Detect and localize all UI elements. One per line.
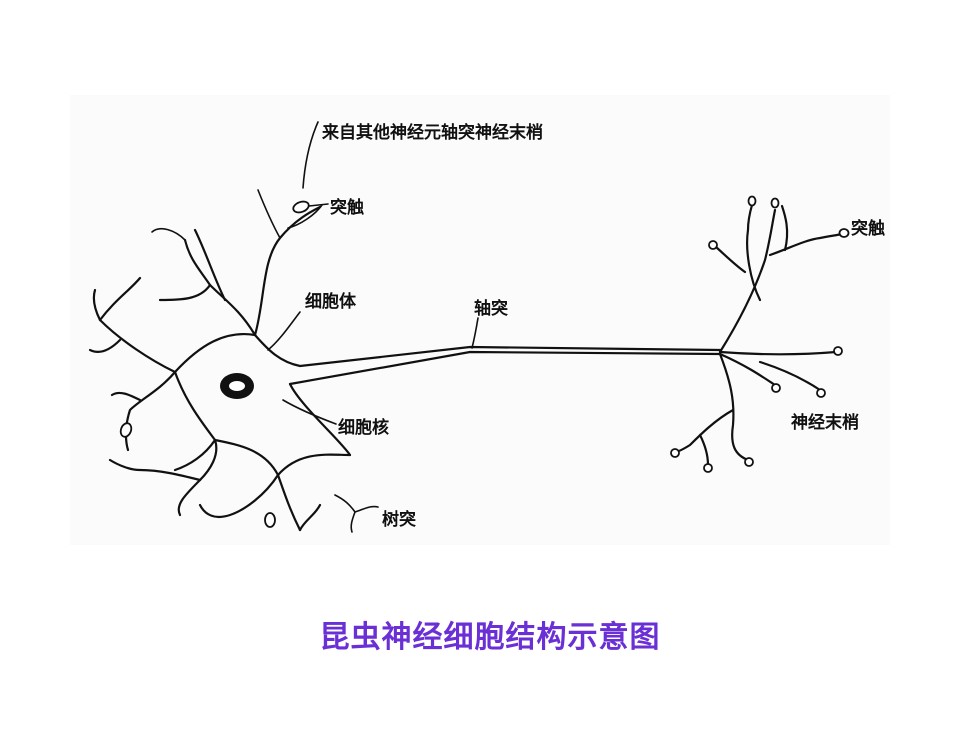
terminal-knob-5 xyxy=(833,346,843,356)
nucleus xyxy=(220,373,254,399)
terminal-knob-3 xyxy=(708,240,718,250)
terminal-knob-4 xyxy=(838,228,850,238)
terminal-knob-2 xyxy=(747,195,757,207)
label-synapse-right: 突触 xyxy=(851,218,885,239)
label-axon: 轴突 xyxy=(474,298,508,319)
label-nucleus: 细胞核 xyxy=(338,417,389,438)
leader-lines xyxy=(267,121,479,425)
terminal-knob-8 xyxy=(670,448,680,458)
terminal-knob-1 xyxy=(770,197,780,209)
diagram-background xyxy=(70,95,890,545)
terminal-knob-6 xyxy=(771,383,781,393)
label-synapse-left: 突触 xyxy=(330,197,364,218)
axon-terminals xyxy=(673,203,844,467)
dendrite-knob-bottom xyxy=(264,512,276,528)
dendrite-knob-left xyxy=(119,422,133,438)
label-dendrite: 树突 xyxy=(382,509,416,530)
synapse-knob-top xyxy=(292,200,310,214)
terminal-knob-7 xyxy=(816,388,826,398)
dendrites xyxy=(88,189,379,533)
terminal-knob-9 xyxy=(703,463,713,473)
label-cell-body: 细胞体 xyxy=(305,291,357,312)
terminal-knob-10 xyxy=(744,457,754,467)
label-nerve-terminal: 神经末梢 xyxy=(791,412,859,433)
label-from-axon: 来自其他神经元轴突神经末梢 xyxy=(321,122,543,143)
diagram-caption: 昆虫神经细胞结构示意图 xyxy=(319,620,661,655)
